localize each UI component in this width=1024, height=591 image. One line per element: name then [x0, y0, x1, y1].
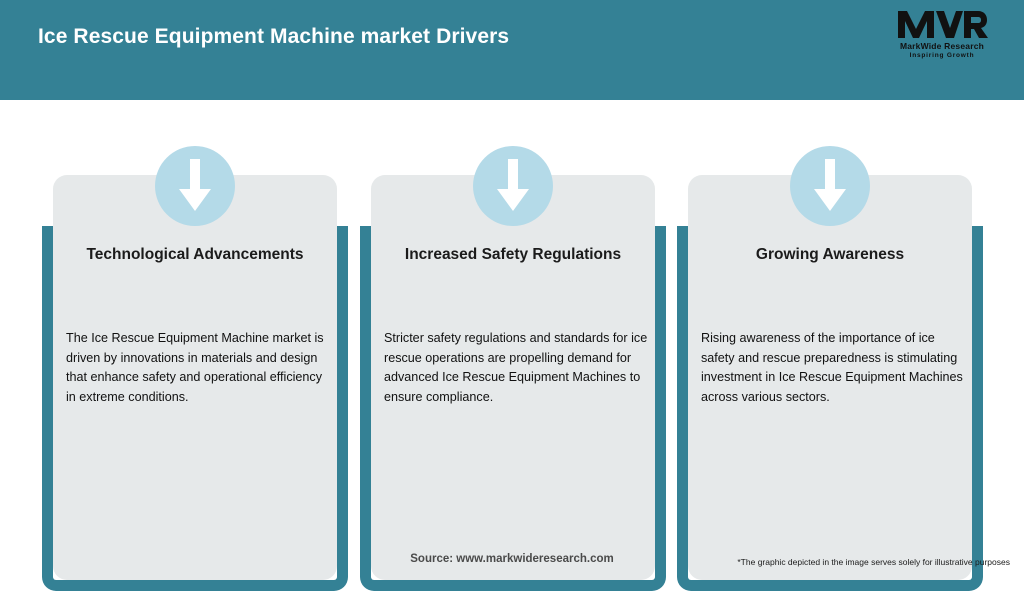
page-header: Ice Rescue Equipment Machine market Driv…: [0, 0, 1024, 100]
mwr-logo-icon: [898, 11, 988, 38]
logo-tagline: Inspiring Growth: [909, 52, 975, 59]
down-arrow-icon: [155, 146, 235, 226]
source-label: Source: www.markwideresearch.com: [410, 553, 614, 565]
card-panel: [688, 175, 972, 580]
card-panel: [53, 175, 337, 580]
driver-card: Increased Safety Regulations Stricter sa…: [360, 146, 666, 591]
page-title: Ice Rescue Equipment Machine market Driv…: [38, 25, 510, 48]
driver-card: Growing Awareness Rising awareness of th…: [677, 146, 983, 591]
down-arrow-glyph: [497, 159, 529, 211]
down-arrow-glyph: [179, 159, 211, 211]
card-panel: [371, 175, 655, 580]
drivers-card-row: Technological Advancements The Ice Rescu…: [0, 100, 1024, 591]
down-arrow-glyph: [814, 159, 846, 211]
card-body-text: Rising awareness of the importance of ic…: [701, 331, 963, 404]
card-body-text: The Ice Rescue Equipment Machine market …: [66, 331, 324, 404]
card-body-text: Stricter safety regulations and standard…: [384, 331, 648, 404]
card-heading: Technological Advancements: [86, 246, 304, 263]
disclaimer-label: *The graphic depicted in the image serve…: [737, 557, 1010, 567]
card-heading: Growing Awareness: [755, 246, 905, 263]
down-arrow-icon: [473, 146, 553, 226]
down-arrow-icon: [790, 146, 870, 226]
driver-card: Technological Advancements The Ice Rescu…: [42, 146, 348, 591]
card-heading: Increased Safety Regulations: [404, 246, 622, 263]
brand-logo: MarkWide Research Inspiring Growth: [884, 8, 1000, 66]
logo-company-name: MarkWide Research: [899, 41, 985, 51]
